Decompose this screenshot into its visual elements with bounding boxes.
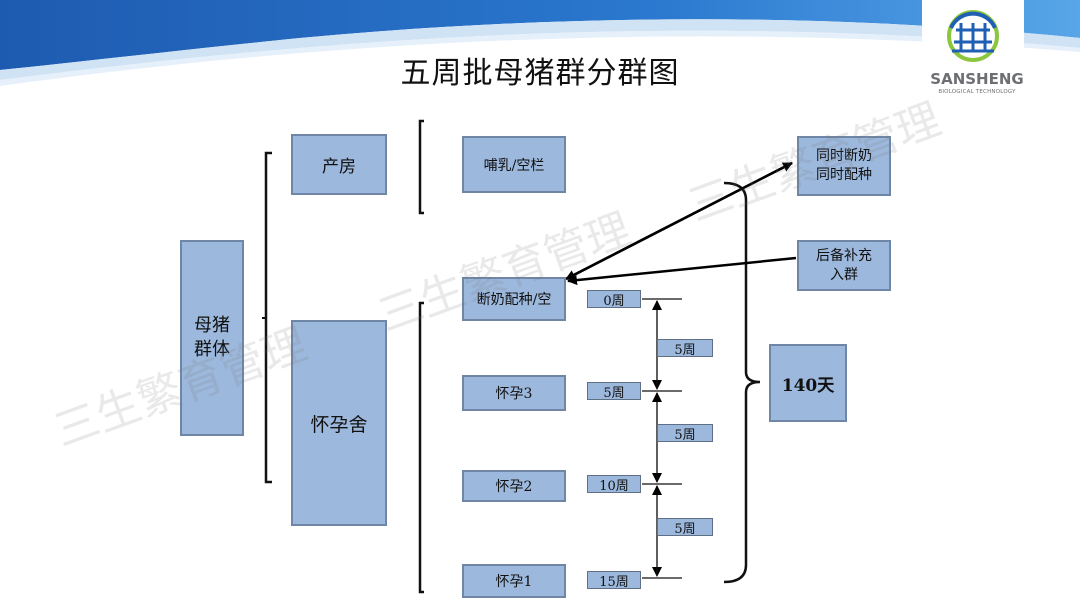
weaning-breeding-label: 断奶配种/空	[476, 292, 552, 308]
sow-herd-box: 母猪 群体	[180, 240, 244, 436]
bracket-gestation	[418, 301, 424, 594]
gilt-replacement-box: 后备补充 入群	[797, 240, 891, 291]
farrowing-room-box: 产房	[291, 134, 387, 195]
sow-herd-label-1: 母猪	[194, 315, 230, 336]
week-label-5-text: 5周	[603, 385, 625, 401]
sansheng-logo-icon	[947, 10, 999, 62]
interval-label-3-text: 5周	[674, 521, 696, 537]
header-wave	[0, 0, 1080, 86]
pregnancy-2-box: 怀孕2	[462, 470, 566, 502]
pregnancy-1-box: 怀孕1	[462, 564, 566, 598]
sow-herd-label-2: 群体	[194, 339, 230, 360]
arrow-gilts-to-weaning	[567, 256, 797, 286]
pregnancy-2-label: 怀孕2	[495, 479, 533, 495]
gestation-barn-box: 怀孕舍	[291, 320, 387, 526]
logo-text: SANSHENG	[930, 70, 1024, 88]
gilt-replacement-label-1: 后备补充	[816, 247, 872, 264]
cycle-140-days-label: 140天	[781, 375, 835, 396]
sync-breeding-label: 同时配种	[816, 167, 872, 183]
week-label-0-text: 0周	[603, 293, 625, 309]
week-label-15-text: 15周	[599, 574, 629, 590]
interval-label-1: 5周	[657, 339, 713, 358]
week-label-15: 15周	[587, 571, 641, 590]
week-label-10-text: 10周	[599, 478, 629, 494]
sync-weaning-label: 同时断奶	[816, 148, 872, 164]
page-title: 五周批母猪群分群图	[400, 56, 680, 91]
interval-label-3: 5周	[657, 518, 713, 537]
week-label-0: 0周	[587, 290, 641, 309]
pregnancy-3-box: 怀孕3	[462, 375, 566, 411]
cycle-140-days-box: 140天	[769, 344, 847, 422]
pregnancy-3-label: 怀孕3	[495, 386, 533, 402]
nursing-empty-box: 哺乳/空栏	[462, 136, 566, 193]
pregnancy-1-label: 怀孕1	[495, 574, 533, 590]
interval-label-2: 5周	[657, 424, 713, 443]
bracket-farrowing	[418, 119, 424, 215]
week-label-10: 10周	[587, 475, 641, 494]
week-label-5: 5周	[587, 382, 641, 401]
bracket-cycle	[723, 181, 761, 584]
interval-label-1-text: 5周	[674, 342, 696, 358]
logo-subtext: BIOLOGICAL TECHNOLOGY	[938, 89, 1016, 95]
gilt-replacement-label-2: 入群	[830, 266, 858, 283]
interval-label-2-text: 5周	[674, 427, 696, 443]
weaning-breeding-box: 断奶配种/空	[462, 277, 566, 321]
gestation-barn-label: 怀孕舍	[310, 413, 368, 436]
sync-weaning-breeding-box: 同时断奶 同时配种	[797, 136, 891, 196]
nursing-empty-label: 哺乳/空栏	[483, 157, 545, 174]
farrowing-room-label: 产房	[322, 157, 356, 177]
